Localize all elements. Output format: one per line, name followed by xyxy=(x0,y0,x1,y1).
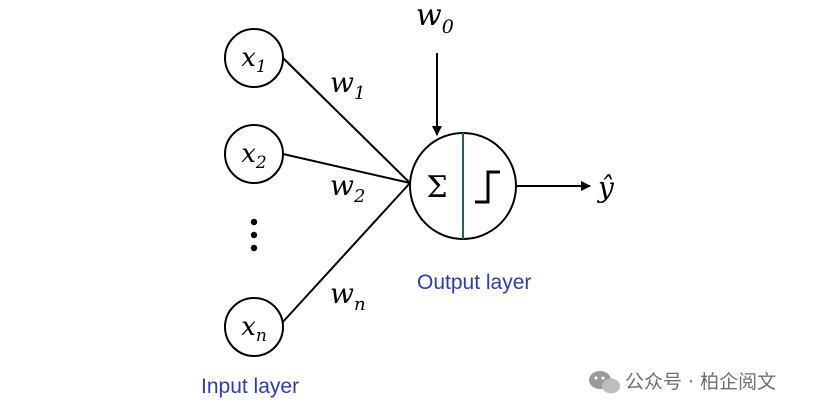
input-symbol: x xyxy=(241,139,256,169)
input-layer-label: Input layer xyxy=(201,375,299,398)
input-symbol: x xyxy=(241,312,256,342)
input-subscript: n xyxy=(256,326,267,346)
edge-xn xyxy=(280,182,411,325)
vertical-ellipsis-icon xyxy=(250,218,258,252)
input-symbol: x xyxy=(241,43,256,73)
edge-x1 xyxy=(282,57,411,184)
weight-label-w2: w2 xyxy=(330,169,365,207)
svg-text:xn: xn xyxy=(241,312,267,346)
summation-symbol: Σ xyxy=(426,170,447,205)
weight-label-wn: wn xyxy=(330,277,366,315)
watermark: 公众号 · 柏企阅文 xyxy=(589,371,776,394)
bias-label-w0: w0 xyxy=(416,0,454,38)
weight-label-w1: w1 xyxy=(330,66,365,104)
input-subscript: 2 xyxy=(255,153,267,173)
input-node-xn: xn xyxy=(224,297,284,357)
svg-text:x1: x1 xyxy=(241,43,267,77)
watermark-text: 公众号 · 柏企阅文 xyxy=(625,371,776,393)
edge-x2 xyxy=(282,153,411,184)
input-node-x2: x2 xyxy=(224,124,284,184)
input-subscript: 1 xyxy=(256,57,267,77)
input-node-x1: x1 xyxy=(224,28,284,88)
output-symbol-yhat: ŷ xyxy=(596,171,615,204)
step-function-icon xyxy=(475,170,500,204)
output-layer-label: Output layer xyxy=(417,271,531,294)
svg-text:x2: x2 xyxy=(241,139,267,173)
output-neuron: Σ xyxy=(409,132,517,240)
wechat-icon xyxy=(589,371,620,394)
